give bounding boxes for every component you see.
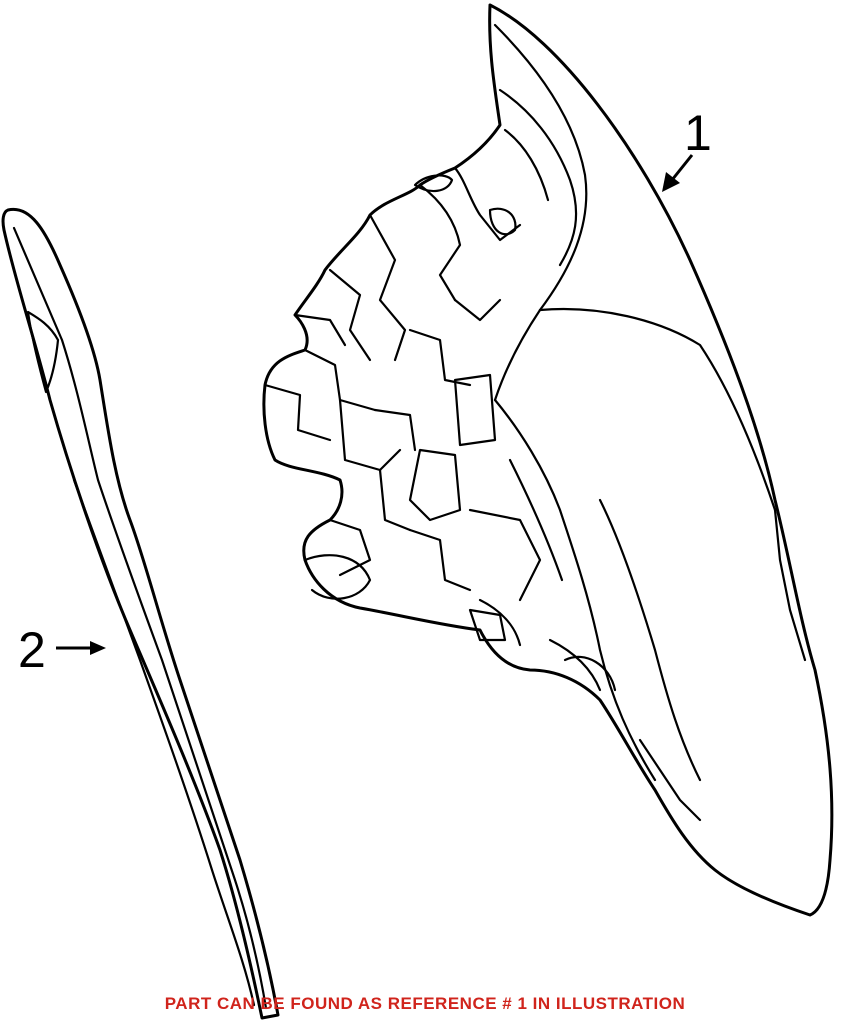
part-1-lamp-housing [262,3,834,917]
callout-2-arrowhead [90,641,106,655]
part-2-gasket [1,207,280,1020]
callout-1-arrowhead [662,172,680,192]
callout-1-arrow [670,154,694,181]
callout-1: 1 [662,105,712,192]
reference-note: PART CAN BE FOUND AS REFERENCE # 1 IN IL… [164,994,686,1013]
callout-2-number: 2 [18,622,46,678]
callout-1-number: 1 [684,105,712,161]
callout-2: 2 [18,622,106,678]
